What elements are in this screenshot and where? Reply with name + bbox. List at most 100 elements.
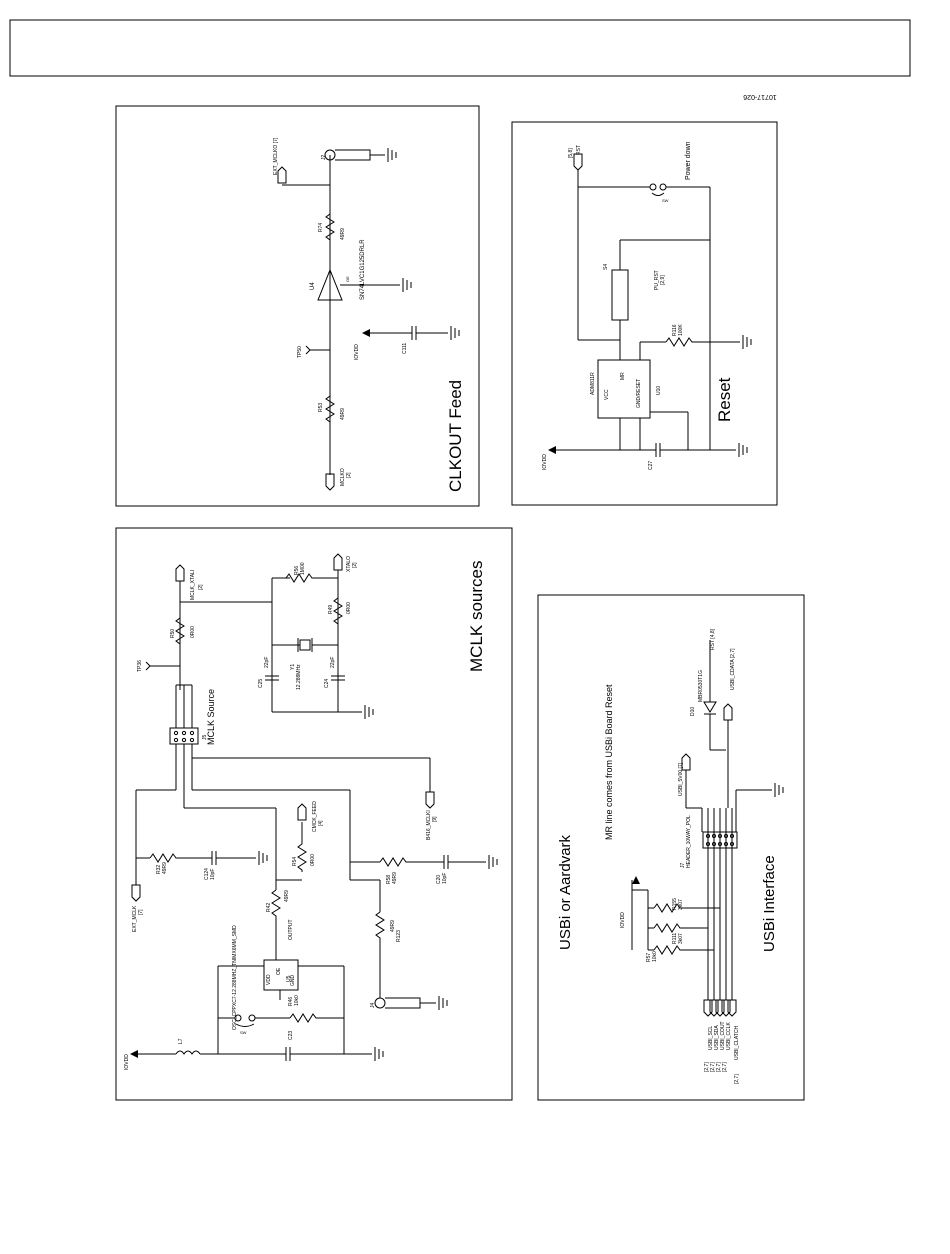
reset-sw: SW [662, 198, 669, 203]
usbi-sda-label: USBI_SDA [714, 1025, 720, 1050]
c25-label: C25 [258, 679, 264, 688]
r116-value: 100K [678, 324, 684, 336]
r50-value: 0R00 [190, 626, 196, 638]
r155-label: R155 [672, 898, 678, 910]
r57-value: 10k0 [652, 951, 658, 962]
r116-label: R116 [672, 324, 678, 336]
pu-rst-ref: [2,9] [660, 275, 666, 285]
usbi-ref-3: [2,7] [716, 1062, 722, 1072]
mclk-sw: SW [240, 1030, 247, 1035]
mclk-title: MCLK sources [467, 561, 486, 672]
u5-label: U5 [286, 975, 292, 982]
mclko-ref: [2] [346, 472, 352, 478]
mclk-xtal-ref: [2] [198, 584, 204, 590]
r58-value: 49R9 [392, 872, 398, 884]
r54-label: R54 [292, 857, 298, 866]
pu-rst-label: PU_RST [654, 270, 660, 290]
ext-mclko-label: EXT_MCLKO [7] [273, 137, 279, 175]
j7-part: HEADER_10WAY_POL [686, 815, 692, 868]
panel-clkout: CLKOUT Feed EXT_MCLKO [7] J2 R74 49R9 U4… [115, 105, 480, 507]
adm811-mr: MR [620, 372, 626, 380]
usbi-title-2: USBi Interface [761, 855, 778, 952]
panel-usbi: USBi or Aardvark USBi Interface MR line … [537, 594, 805, 1101]
usbi-ref-2: [2,7] [710, 1062, 716, 1072]
usbi-ref-5: [2,7] [734, 1074, 740, 1084]
usbi-ref-1: [2,7] [704, 1062, 710, 1072]
c20-value: 10pF [442, 873, 448, 884]
r49-value: 0R00 [346, 602, 352, 614]
r74-label: R74 [318, 223, 324, 232]
r123-value: 49R9 [390, 920, 396, 932]
r123-label: R123 [396, 930, 402, 942]
xtalo-ref: [2] [352, 562, 358, 568]
c111-label: C111 [402, 343, 408, 354]
r49-label: R49 [328, 605, 334, 614]
cmck-feed-label: CMCK_FEED [312, 801, 318, 832]
u5-vdd: VDD [266, 974, 272, 985]
r50-label: R50 [170, 629, 176, 638]
r57-label: R57 [646, 953, 652, 962]
usbi-iovdd: IOVDD [620, 912, 626, 928]
usbi-5v-label: USBI_5V00 [7] [678, 762, 684, 796]
usbi-note: MR line comes from USBi Board Reset [604, 684, 614, 840]
r58-label: R58 [386, 875, 392, 884]
r111-value: 3k07 [678, 933, 684, 944]
y1-label: Y1 [290, 664, 296, 670]
reset-title: Reset [715, 377, 734, 422]
usbi-ref-4: [2,7] [722, 1062, 728, 1072]
reset-rst-net: RST [576, 145, 582, 155]
mclk-xtal-label: MCLK_XTALI [190, 570, 196, 600]
j2-label: J2 [321, 155, 327, 161]
l7-label: L7 [178, 1038, 184, 1044]
r53-value: 49R9 [340, 408, 346, 420]
u4-label: U4 [310, 282, 316, 290]
adm811-vcc: VCC [604, 389, 610, 400]
c124-label: C124 [204, 868, 210, 880]
r56-value: 1M00 [300, 562, 306, 575]
r46-value: 10k0 [294, 995, 300, 1006]
adm811-gnd: GND/RESET [636, 379, 642, 408]
c24-value: 22pF [330, 657, 336, 668]
c24-label: C24 [324, 679, 330, 688]
clkout-iovdd: IOVDD [354, 344, 360, 360]
c25-value: 22pF [264, 657, 270, 668]
r111-label: R111 [672, 933, 678, 944]
mclk-iovdd: IOVDD [124, 1054, 130, 1070]
mclk-source-label: MCLK Source [206, 689, 216, 745]
usbi-cdata-label: USBI_CDATA [2,7] [730, 648, 736, 690]
j7-label: J7 [680, 863, 686, 869]
ext-mclk-label: EXT_MCLK [132, 905, 138, 932]
cmck-feed-ref: [4] [318, 820, 324, 826]
usbi-rst-label: RST [4,8] [710, 628, 716, 650]
figure-id: 10717-026 [743, 93, 777, 100]
header-frame [9, 19, 911, 77]
r46-label: R46 [288, 997, 294, 1006]
u4-oe: OE [345, 276, 350, 282]
panel-reset: Reset [5,8] RST Power down SW S4 PU_RST … [511, 121, 778, 506]
usbi-scl-label: USBI_SCL [708, 1026, 714, 1050]
tp36-label: TP36 [137, 660, 143, 672]
usbi-clatch-label: USBI_CLATCH [734, 1026, 740, 1060]
c27-label: C27 [648, 461, 654, 470]
bnc-mclk-ref: [9] [432, 816, 438, 822]
u4-part: SN74LVC1G125DRLR [360, 239, 366, 300]
r32-label: R32 [156, 865, 162, 874]
ext-mclk-ref: [7] [138, 909, 144, 915]
usbi-cout-label: USBI_COUT [720, 1021, 726, 1050]
power-down-label: Power down [685, 141, 692, 180]
clkout-title: CLKOUT Feed [446, 380, 465, 492]
j5-label: J5 [202, 735, 208, 741]
r42-value: 49R9 [284, 890, 290, 902]
adm811-label: ADM811R [590, 372, 596, 395]
tp50-label: TP50 [297, 346, 303, 358]
d10-label: D10 [690, 707, 696, 716]
r54-value: 0R00 [310, 854, 316, 866]
c124-value: 10pF [210, 869, 216, 880]
r32-value: 49R9 [162, 862, 168, 874]
bnc-mclk-label: B416_MCLKI [426, 810, 432, 840]
s4-label: S4 [603, 264, 609, 270]
r56-label: R56 [294, 566, 300, 575]
r74-value: 49R9 [340, 228, 346, 240]
osc-part: OSC_CPPXC7-12.288MHZ_TNIMX6MM_SMD [232, 925, 238, 1030]
